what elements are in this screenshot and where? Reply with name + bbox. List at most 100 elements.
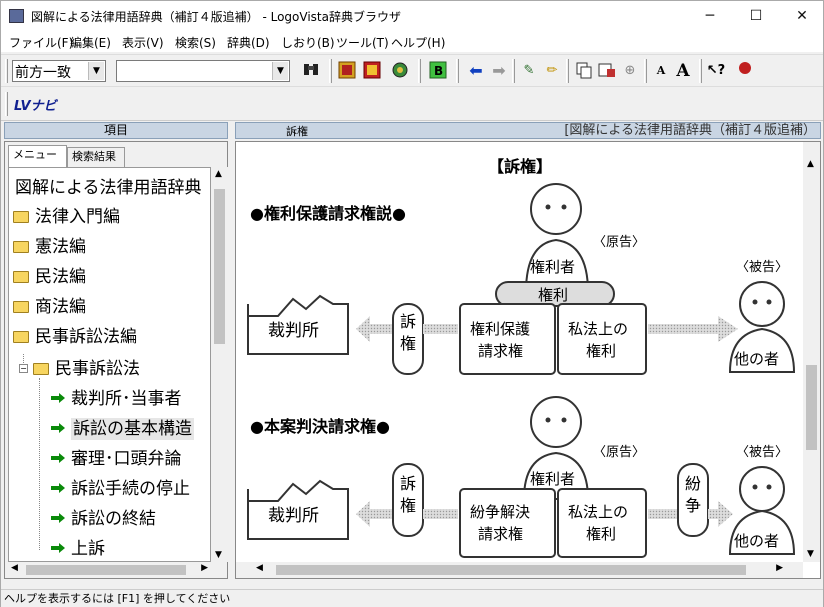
dictionary-list-icon[interactable] (337, 61, 357, 81)
green-arrow-icon (51, 453, 65, 463)
menu-dictionary[interactable]: 辞典(D) (227, 36, 270, 50)
defendant-head-icon (739, 466, 785, 512)
back-arrow-icon[interactable]: ⬅ (469, 61, 483, 80)
green-arrow-icon (51, 513, 65, 523)
chevron-up-icon[interactable]: ▲ (215, 169, 222, 179)
toolbar-separator (329, 59, 332, 83)
tree-item-termination[interactable]: 訴訟の終結 (71, 509, 156, 529)
chevron-down-icon[interactable]: ▼ (272, 62, 288, 80)
entry-title: 訴権 (286, 125, 308, 138)
section-1: ●権利保護請求権説● 裁判所 訴 権 権利者 〈原告〉 権利 権利保護 請求権 (247, 183, 796, 375)
suit-box-1 (392, 303, 424, 375)
section1-plaintiff-label: 〈原告〉 (593, 235, 645, 250)
toolbar-separator (644, 59, 647, 83)
tree-vertical-scrollbar[interactable]: ▲ ▼ (211, 167, 228, 562)
tree-item-civil-procedure-law[interactable]: 民事訴訟法 (55, 359, 140, 379)
bookmark-b-icon[interactable]: B (428, 61, 448, 81)
pencil-icon[interactable]: ✏ (546, 63, 558, 78)
scrollbar-thumb[interactable] (26, 565, 186, 575)
section2-private-2: 権利 (586, 525, 616, 543)
minimize-button[interactable]: ─ (705, 8, 715, 24)
chevron-down-icon[interactable]: ▼ (807, 549, 814, 559)
folder-icon (13, 241, 29, 253)
tree-item-basic-structure[interactable]: 訴訟の基本構造 (71, 418, 194, 440)
tree-item-courts-parties[interactable]: 裁判所･当事者 (71, 389, 182, 409)
forward-arrow-icon[interactable]: ➡ (492, 61, 506, 80)
tree-item-civil-law[interactable]: 民法編 (35, 267, 86, 287)
defendant-head-icon (739, 281, 785, 327)
dictionary-add-icon[interactable] (362, 61, 382, 81)
tree-horizontal-scrollbar[interactable]: ◀ ▶ (8, 562, 211, 578)
copy-icon[interactable] (574, 61, 594, 81)
font-smaller-button[interactable]: A (656, 64, 666, 77)
chevron-right-icon[interactable]: ▶ (201, 563, 208, 573)
font-larger-button[interactable]: A (676, 61, 690, 81)
tree-item-oral-argument[interactable]: 審理･口頭弁論 (71, 449, 182, 469)
menu-help[interactable]: ヘルプ(H) (391, 36, 446, 50)
section2-heading: ●本案判決請求権● (250, 417, 390, 436)
menu-view[interactable]: 表示(V) (122, 36, 164, 50)
chevron-down-icon[interactable]: ▼ (88, 62, 104, 80)
folder-icon (13, 211, 29, 223)
app-icon (9, 9, 24, 23)
section2-claim-1: 紛争解決 (470, 503, 530, 521)
collapse-icon[interactable]: − (19, 364, 28, 373)
claim-box-1 (459, 303, 556, 375)
tree-item-suspension[interactable]: 訴訟手続の停止 (71, 479, 190, 499)
content-vertical-scrollbar[interactable]: ▲ ▼ (803, 142, 820, 562)
menu-bar: ファイル(F) 編集(E) 表示(V) 検索(S) 辞典(D) しおり(B) ツ… (1, 31, 823, 52)
folder-icon (13, 301, 29, 313)
menu-tools[interactable]: ツール(T) (336, 36, 389, 50)
close-button[interactable]: ✕ (796, 8, 808, 24)
section-2: ●本案判決請求権● 裁判所 訴 権 権利者 〈原告〉 紛争解決 請求権 私法上の… (247, 396, 796, 558)
globe-icon[interactable] (390, 61, 410, 81)
left-pane-header: 項目 (4, 122, 228, 139)
tree-item-appeal[interactable]: 上訴 (71, 539, 105, 559)
tree-item-commercial-law[interactable]: 商法編 (35, 297, 86, 317)
menu-search[interactable]: 検索(S) (175, 36, 216, 50)
search-input[interactable]: ▼ (116, 60, 290, 82)
scrollbar-thumb[interactable] (276, 565, 746, 575)
content-horizontal-scrollbar[interactable]: ◀ ▶ (236, 562, 803, 578)
tab-menu[interactable]: メニュー (8, 145, 67, 167)
menu-edit[interactable]: 編集(E) (70, 36, 111, 50)
search-mode-select[interactable]: 前方一致 ▼ (12, 60, 106, 82)
zoom-icon[interactable]: ⊕ (624, 63, 636, 78)
toolbar-separator (512, 59, 515, 83)
chevron-left-icon[interactable]: ◀ (11, 563, 18, 573)
section1-suit-2: 権 (400, 334, 416, 353)
tab-search-results[interactable]: 検索結果 (67, 147, 125, 167)
menu-bookmark[interactable]: しおり(B) (281, 36, 335, 50)
marker-icon[interactable]: ✎ (523, 63, 535, 78)
chevron-right-icon[interactable]: ▶ (776, 563, 783, 573)
section2-suit-2: 権 (400, 496, 416, 515)
arrow-shaft (648, 509, 678, 519)
court-building-icon (247, 294, 349, 355)
status-bar: ヘルプを表示するには [F1] を押してください (1, 589, 823, 607)
menu-file[interactable]: ファイル(F) (9, 36, 74, 50)
tree-item-constitution[interactable]: 憲法編 (35, 237, 86, 257)
print-settings-icon[interactable] (597, 61, 617, 81)
binoculars-icon[interactable] (301, 61, 321, 81)
chevron-up-icon[interactable]: ▲ (807, 159, 814, 169)
search-mode-value: 前方一致 (15, 65, 71, 81)
private-right-box-2 (557, 488, 647, 558)
section2-suit-1: 訴 (400, 474, 416, 493)
help-pointer-icon[interactable]: ↖? (706, 63, 726, 78)
chevron-left-icon[interactable]: ◀ (256, 563, 263, 573)
toolbar-grip (5, 92, 8, 116)
chevron-down-icon[interactable]: ▼ (215, 550, 222, 560)
tree-item-law-intro[interactable]: 法律入門編 (35, 207, 120, 227)
maximize-button[interactable]: ☐ (749, 8, 763, 24)
section2-plaintiff: 権利者 (530, 470, 575, 488)
arrow-shaft (423, 509, 458, 519)
stop-icon[interactable] (735, 61, 755, 81)
scrollbar-thumb[interactable] (214, 189, 225, 344)
tree-item-civil-procedure[interactable]: 民事訴訟法編 (35, 327, 137, 347)
section1-defendant: 他の者 (734, 350, 779, 368)
section2-dispute-2: 争 (685, 496, 701, 515)
lvnavi-button[interactable]: LVナビ (14, 99, 57, 114)
scrollbar-thumb[interactable] (806, 365, 817, 450)
tree-root[interactable]: 図解による法律用語辞典 (15, 178, 202, 198)
